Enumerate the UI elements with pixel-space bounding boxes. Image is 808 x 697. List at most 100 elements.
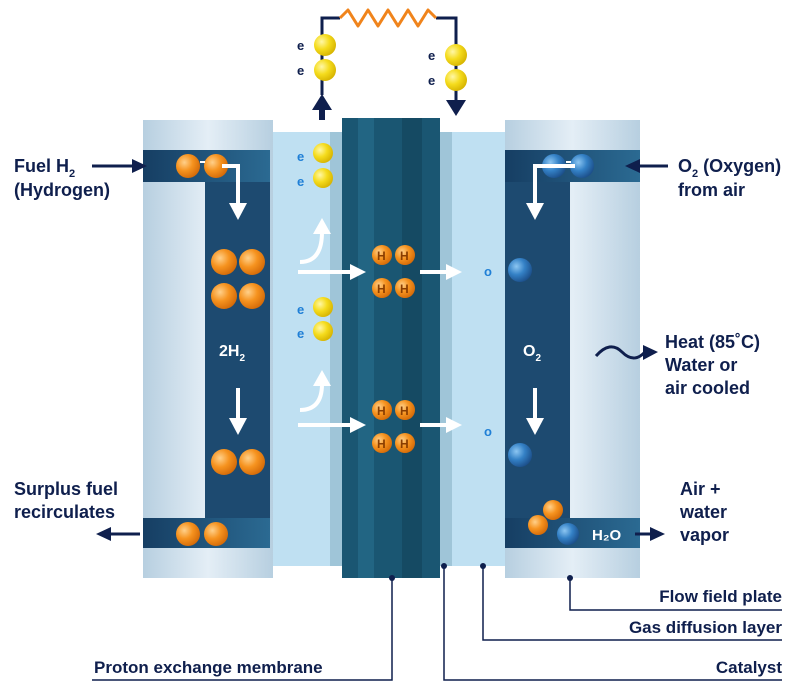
arrow-up-icon xyxy=(312,94,332,110)
hydrogen-atom-icon xyxy=(239,283,265,309)
hydrogen-molecule-lower xyxy=(211,449,265,475)
electron-label: e xyxy=(297,149,304,164)
heat-label-line1: Heat (85˚C) xyxy=(665,332,760,352)
electron-label: e xyxy=(297,63,304,78)
hydrogen-atom-icon xyxy=(204,522,228,546)
right-catalyst-layer xyxy=(440,132,452,566)
o2-channel-label: O2 xyxy=(523,343,541,364)
proton-label: H xyxy=(400,404,409,418)
hydrogen-atom-icon xyxy=(211,283,237,309)
surplus-outlet-arrow xyxy=(96,527,140,541)
proton-label: H xyxy=(377,282,386,296)
catalyst-label: Catalyst xyxy=(716,658,782,677)
fuel-label: Fuel H2 xyxy=(14,156,75,180)
electron-icon xyxy=(313,297,333,317)
callout-leaders xyxy=(92,566,782,681)
proton-icon xyxy=(395,433,415,453)
callout-dot xyxy=(567,575,573,581)
hydrogen-atom-icon xyxy=(239,449,265,475)
proton-icon xyxy=(395,278,415,298)
membrane-stripe xyxy=(358,118,374,578)
surplus-label-line2: recirculates xyxy=(14,502,115,522)
right-gas-diffusion-layer xyxy=(452,132,505,566)
oxygen-inlet-arrow xyxy=(625,159,668,173)
proton-icon xyxy=(395,400,415,420)
electron-icon xyxy=(313,168,333,188)
electron-icon xyxy=(445,44,467,66)
cathode-flow-arrows xyxy=(526,164,575,435)
flow-field-plate-label: Flow field plate xyxy=(659,587,782,606)
proton-icon xyxy=(372,278,392,298)
fuel-label-line2: (Hydrogen) xyxy=(14,180,110,200)
arrow-head xyxy=(313,370,331,386)
oxygen-atom-label: o xyxy=(484,264,492,279)
water-outlet-arrow xyxy=(635,527,665,541)
electron-label: e xyxy=(428,73,435,88)
left-gas-diffusion-layer xyxy=(273,132,333,566)
hydrogen-atom-icon xyxy=(211,249,237,275)
oxygen-atom-icon xyxy=(570,154,594,178)
electron-label: e xyxy=(297,326,304,341)
electron-icon xyxy=(313,143,333,163)
electron-icon xyxy=(313,321,333,341)
air-label-line3: vapor xyxy=(680,525,729,545)
callout-dot xyxy=(441,563,447,569)
proton-label: H xyxy=(377,437,386,451)
fuel-inlet-arrow xyxy=(92,159,147,173)
proton-icon xyxy=(372,400,392,420)
water-label: H₂O xyxy=(592,527,621,544)
proton-label: H xyxy=(400,282,409,296)
heat-label-line3: air cooled xyxy=(665,378,750,398)
right-channel-inner xyxy=(505,182,570,518)
electron-label: e xyxy=(297,38,304,53)
h2-channel-label: 2H2 xyxy=(219,343,245,364)
proton-exchange-membrane-label: Proton exchange membrane xyxy=(94,658,323,677)
electron-icon xyxy=(314,34,336,56)
heat-wave-arrow-icon xyxy=(594,345,658,360)
callout-dot xyxy=(480,563,486,569)
electron-label: e xyxy=(297,302,304,317)
hydrogen-atom-icon xyxy=(211,449,237,475)
external-circuit-wire xyxy=(320,16,340,95)
electron-group-gdl-bottom: e e xyxy=(297,297,333,341)
oxygen-atom-icon xyxy=(508,443,532,467)
curved-arrow-icon xyxy=(299,383,324,412)
electron-group-circuit-right: e e xyxy=(428,44,467,91)
curved-arrow-icon xyxy=(299,231,324,264)
proton-label: H xyxy=(400,249,409,263)
callout-dot xyxy=(389,575,395,581)
proton-arrows xyxy=(298,264,462,433)
hydrogen-atom-icon xyxy=(204,154,228,178)
proton-group-bottom: H H H H xyxy=(372,400,415,453)
air-label-line1: Air + xyxy=(680,479,721,499)
air-label-line2: water xyxy=(679,502,727,522)
proton-group-top: H H H H xyxy=(372,245,415,298)
electron-icon xyxy=(314,59,336,81)
hydrogen-molecule-inlet xyxy=(176,154,228,178)
oxygen-atom-label: o xyxy=(484,424,492,439)
hydrogen-atom-icon xyxy=(239,249,265,275)
proton-icon xyxy=(372,433,392,453)
proton-icon xyxy=(372,245,392,265)
oxygen-label-line2: from air xyxy=(678,180,745,200)
proton-label: H xyxy=(377,404,386,418)
arrow-down-icon xyxy=(446,100,466,116)
arrow-up-shaft xyxy=(319,108,325,120)
arrow-head xyxy=(313,218,331,234)
proton-exchange-membrane xyxy=(342,118,440,578)
hydrogen-molecule-outlet xyxy=(176,522,228,546)
proton-label: H xyxy=(377,249,386,263)
water-molecule-icon xyxy=(528,500,579,545)
membrane-stripe xyxy=(402,118,422,578)
hydrogen-molecules-middle xyxy=(211,249,265,309)
heat-label-line2: Water or xyxy=(665,355,737,375)
electron-icon xyxy=(445,69,467,91)
gas-diffusion-layer-label: Gas diffusion layer xyxy=(629,618,782,637)
hydrogen-atom-icon xyxy=(176,154,200,178)
electron-label: e xyxy=(428,48,435,63)
electron-group-gdl-top: e e xyxy=(297,143,333,189)
oxygen-atom-icon xyxy=(508,258,532,282)
left-catalyst-layer xyxy=(330,132,342,566)
proton-icon xyxy=(395,245,415,265)
